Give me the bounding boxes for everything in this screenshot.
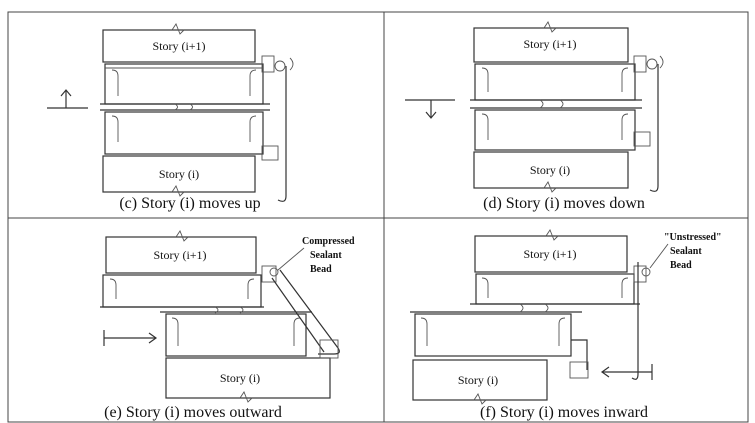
story-upper-d: Story (i+1) [473, 21, 629, 63]
frame-lower-e [160, 306, 312, 357]
label-lower-c: Story (i) [159, 167, 199, 181]
caption-d: (d) Story (i) moves down [483, 195, 645, 212]
label-upper-f: Story (i+1) [523, 247, 576, 261]
frame-upper-e [100, 274, 264, 308]
panel-d: Story (i+1) Story (i) [405, 21, 664, 212]
story-lower-e: Story (i) [165, 357, 331, 403]
frame-lower-c [100, 103, 270, 155]
story-upper-e: Story (i+1) [105, 230, 257, 274]
note-e-line3: Bead [310, 264, 332, 275]
frame-lower-d [470, 99, 642, 151]
frame-lower-f [410, 303, 582, 357]
mullion-f [569, 262, 651, 380]
caption-e: (e) Story (i) moves outward [104, 404, 282, 421]
label-lower-d: Story (i) [530, 163, 570, 177]
mullion-e [261, 265, 340, 359]
mullion-d [633, 55, 664, 192]
story-upper-f: Story (i+1) [474, 229, 628, 273]
compressed-bead [269, 267, 279, 277]
story-upper-c: Story (i+1) [102, 23, 256, 63]
label-lower-e: Story (i) [220, 371, 260, 385]
panel-f: Story (i+1) Story (i) [410, 229, 722, 421]
note-f-line2: Sealant [670, 246, 702, 257]
note-f-line3: Bead [670, 260, 692, 271]
frame-upper-d [470, 63, 642, 101]
sealant-note-f: "Unstressed" Sealant Bead [649, 232, 722, 271]
panel-e: Story (i+1) Story (i) [100, 230, 355, 421]
label-upper-d: Story (i+1) [523, 37, 576, 51]
arrow-down-d [405, 99, 455, 119]
caption-c: (c) Story (i) moves up [119, 195, 260, 212]
arrow-right-e [103, 330, 158, 346]
note-e-line1: Compressed [302, 236, 355, 247]
story-lower-c: Story (i) [102, 155, 256, 197]
unstressed-bead [641, 267, 651, 277]
sealant-note-e: Compressed Sealant Bead [277, 236, 355, 275]
caption-f: (f) Story (i) moves inward [480, 404, 648, 421]
mullion-c [261, 55, 294, 202]
label-upper-c: Story (i+1) [152, 39, 205, 53]
story-lower-d: Story (i) [473, 151, 629, 193]
panel-c: Story (i+1) Story (i) [47, 23, 294, 212]
frame-upper-f [470, 273, 640, 305]
frame-upper-c [100, 63, 270, 105]
note-e-line2: Sealant [310, 250, 342, 261]
arrow-left-f [600, 364, 653, 380]
label-lower-f: Story (i) [458, 373, 498, 387]
story-lower-f: Story (i) [412, 359, 548, 405]
arrow-up-c [47, 89, 88, 109]
figure-frame [7, 11, 749, 423]
label-upper-e: Story (i+1) [153, 248, 206, 262]
note-f-line1: "Unstressed" [664, 232, 722, 243]
